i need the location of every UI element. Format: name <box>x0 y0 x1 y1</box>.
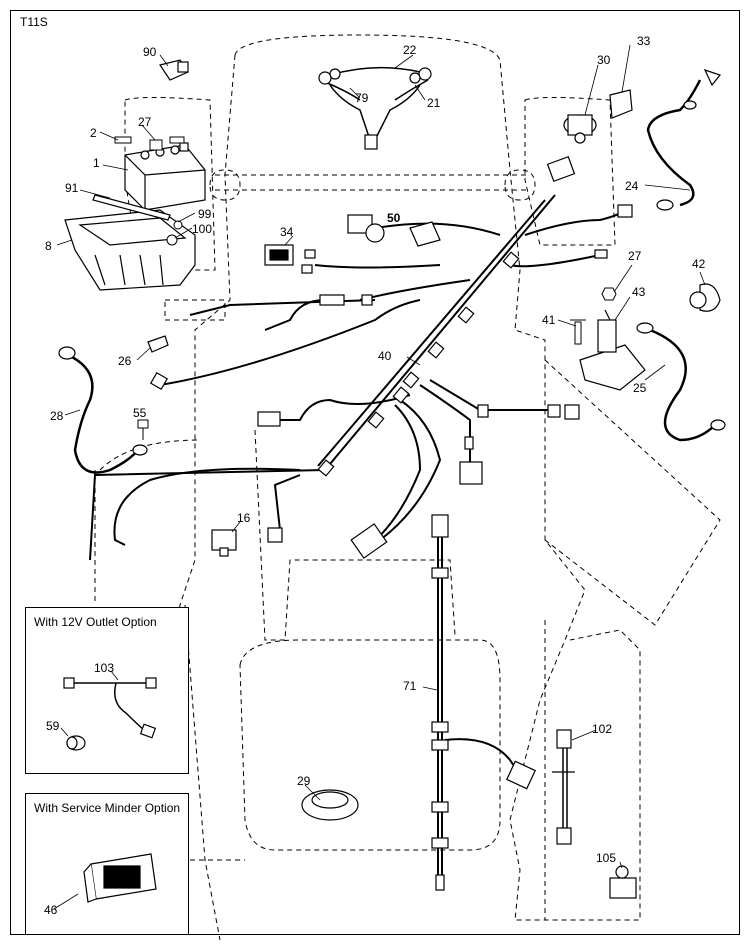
callout-79: 79 <box>355 91 369 105</box>
callout-43: 43 <box>632 285 646 299</box>
pto-switch <box>347 214 441 247</box>
callout-25: 25 <box>633 381 647 395</box>
diagram-frame <box>10 10 740 935</box>
solenoid-bolt <box>570 319 586 345</box>
callout-46: 46 <box>44 903 58 917</box>
seat-switch <box>301 789 359 821</box>
harness-102 <box>562 745 568 830</box>
leader-lines <box>56 44 706 869</box>
part-90-connector <box>159 59 189 81</box>
battery-holddown <box>92 194 171 221</box>
callout-102: 102 <box>592 722 612 736</box>
callout-21: 21 <box>427 96 441 110</box>
callout-90: 90 <box>143 45 157 59</box>
headlight-bulbs <box>318 67 432 150</box>
callout-22: 22 <box>403 43 417 57</box>
terminal-cap <box>689 283 721 312</box>
diagram-code: T11S <box>20 15 48 29</box>
fuse <box>147 335 169 353</box>
solenoid-nut <box>601 287 617 301</box>
ground-screw <box>137 419 149 440</box>
battery <box>124 142 206 211</box>
harness-102-connectors <box>552 729 575 845</box>
callout-34: 34 <box>280 225 294 239</box>
callout-99: 99 <box>198 207 212 221</box>
callout-50: 50 <box>387 211 401 225</box>
callout-100: 100 <box>192 222 212 236</box>
battery-tray <box>64 209 196 291</box>
callout-42: 42 <box>692 257 706 271</box>
callout-29: 29 <box>297 774 311 788</box>
callout-30: 30 <box>597 53 611 67</box>
outlet-option-title: With 12V Outlet Option <box>34 615 157 629</box>
harness-clamps <box>317 251 561 477</box>
callout-55: 55 <box>133 406 147 420</box>
starter-solenoid <box>579 309 646 391</box>
callout-105: 105 <box>596 851 616 865</box>
callout-33: 33 <box>637 34 651 48</box>
rear-harness-connectors <box>431 514 536 891</box>
relay <box>211 529 237 557</box>
callout-41: 41 <box>542 313 556 327</box>
callout-labels: 90 22 33 30 2 27 79 21 1 91 99 100 8 24 … <box>45 34 706 865</box>
callout-24: 24 <box>625 179 639 193</box>
callout-103: 103 <box>94 661 114 675</box>
interlock-switch <box>609 865 637 899</box>
minder-option-box: With Service Minder Option 46 <box>25 793 189 935</box>
outlet-option-drawing: 103 59 <box>46 661 157 751</box>
callout-8: 8 <box>45 239 52 253</box>
callout-2: 2 <box>90 126 97 140</box>
battery-hardware <box>114 136 185 246</box>
callout-1: 1 <box>93 156 100 170</box>
minder-option-drawing: 46 <box>44 853 157 917</box>
harness-connectors <box>149 156 633 559</box>
light-switch <box>264 244 294 266</box>
callout-27a: 27 <box>138 115 152 129</box>
switch-bracket <box>609 89 633 119</box>
outlet-option-box: With 12V Outlet Option 103 59 <box>25 607 189 774</box>
cable-terminals <box>58 68 726 456</box>
callout-40: 40 <box>378 349 392 363</box>
callout-26: 26 <box>118 354 132 368</box>
minder-option-title: With Service Minder Option <box>34 801 181 815</box>
callout-27b: 27 <box>628 249 642 263</box>
callout-28: 28 <box>50 409 64 423</box>
callout-59: 59 <box>46 719 60 733</box>
ignition-switch <box>563 114 597 144</box>
callout-16: 16 <box>237 511 251 525</box>
rear-harness <box>437 520 521 880</box>
callout-91: 91 <box>65 181 79 195</box>
callout-71: 71 <box>403 679 417 693</box>
